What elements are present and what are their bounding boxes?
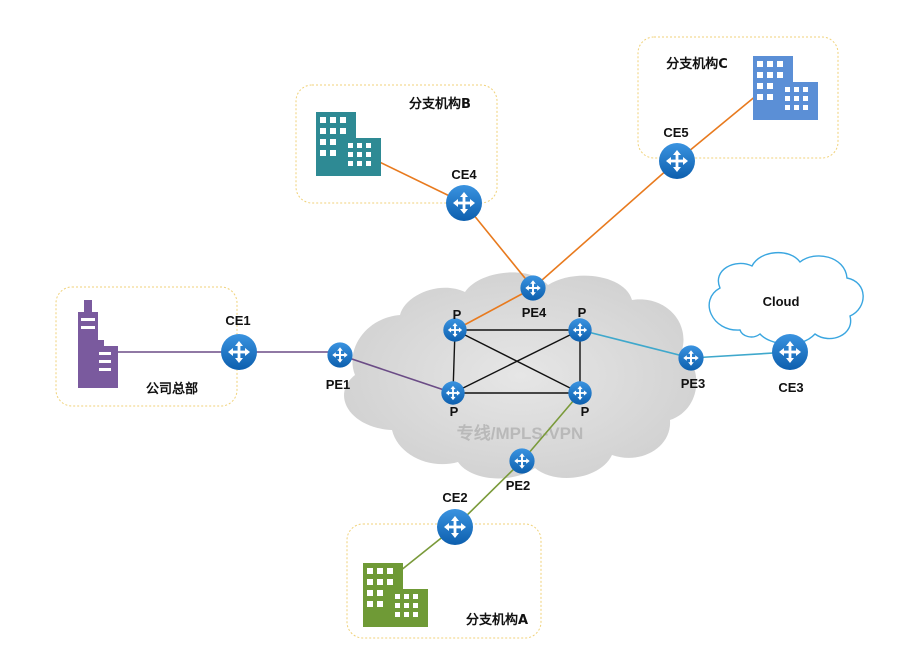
branch-c-building-icon <box>753 56 818 120</box>
ce2-label: CE2 <box>442 490 467 505</box>
pe1-label: PE1 <box>326 377 351 392</box>
pe2-label: PE2 <box>506 478 531 493</box>
hq-label: 公司总部 <box>146 381 198 397</box>
ce4-label: CE4 <box>451 167 477 182</box>
link-pe4-p <box>454 287 534 331</box>
mpls-cloud-label: 专线/MPLS-VPN <box>457 423 584 443</box>
mpls-cloud <box>344 272 697 479</box>
branch-b-building-icon <box>316 112 381 176</box>
ce1-router-icon[interactable] <box>221 334 257 370</box>
ce4-router-icon[interactable] <box>446 185 482 221</box>
branch-a-building-icon <box>363 563 428 627</box>
ce3-label: CE3 <box>778 380 803 395</box>
pe1-router-icon[interactable] <box>327 342 353 368</box>
branch-a-label: 分支机构A <box>466 612 528 628</box>
link-branch-b-ce4 <box>364 154 465 204</box>
branch-c-label: 分支机构C <box>666 56 728 72</box>
pe3-label: PE3 <box>681 376 706 391</box>
p-label: P <box>453 307 462 322</box>
link-p-pe3 <box>579 329 692 359</box>
p-label: P <box>581 404 590 419</box>
p-router-icon[interactable] <box>568 318 592 342</box>
ce2-router-icon[interactable] <box>437 509 473 545</box>
internet-cloud-label: Cloud <box>763 294 800 309</box>
link-ce4-pe4 <box>463 202 534 289</box>
ce5-label: CE5 <box>663 125 688 140</box>
pe4-label: PE4 <box>522 305 547 320</box>
link-pe4-ce5 <box>532 160 678 289</box>
ce3-router-icon[interactable] <box>772 334 808 370</box>
pe3-router-icon[interactable] <box>678 345 704 371</box>
ce5-router-icon[interactable] <box>659 143 695 179</box>
link-pe2-p <box>521 392 581 462</box>
branch-b-label: 分支机构B <box>409 96 471 112</box>
p-router-icon[interactable] <box>568 381 592 405</box>
p-router-icon[interactable] <box>441 381 465 405</box>
p-label: P <box>578 305 587 320</box>
ce1-label: CE1 <box>225 313 250 328</box>
branch-c-site-box <box>637 36 839 159</box>
pe2-router-icon[interactable] <box>509 448 535 474</box>
branch-b-site-box <box>295 84 498 204</box>
p-router-icon[interactable] <box>443 318 467 342</box>
p-label: P <box>450 404 459 419</box>
link-pe1-p <box>339 354 454 394</box>
pe4-router-icon[interactable] <box>520 275 546 301</box>
hq-building-icon <box>78 300 118 388</box>
